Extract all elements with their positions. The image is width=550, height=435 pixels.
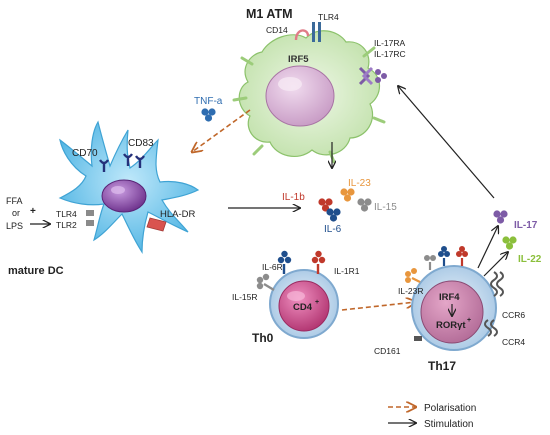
hla-dr-label: HLA-DR [160, 209, 196, 220]
ccr4-label: CCR4 [502, 337, 525, 347]
il-1r1-receptor [311, 250, 326, 274]
il-23r-label: IL-23R [398, 286, 424, 296]
il-23-label: IL-23 [348, 178, 371, 189]
cd83-label: CD83 [128, 138, 154, 149]
th17-secretion-arrow-2 [483, 252, 508, 277]
th17-receptors [405, 246, 468, 283]
il-15-molecule [357, 198, 372, 212]
th17-secretion-arrow-1 [477, 226, 498, 269]
il-22-molecule [502, 236, 517, 250]
ccr4-receptor [484, 319, 498, 337]
il-15r-receptor [256, 273, 275, 292]
hla-dr-receptor [146, 217, 167, 232]
cd161-receptor [414, 336, 422, 341]
il-15-label: IL-15 [374, 202, 397, 213]
th17-cell: IRF4 RORγt + [411, 265, 497, 351]
mature-dendritic-cell [58, 120, 200, 254]
cd70-label: CD70 [72, 148, 98, 159]
rorgt-superscript: + [467, 317, 471, 324]
il-15r-label: IL-15R [232, 292, 258, 302]
cd4-superscript: + [315, 299, 319, 306]
irf5-label: IRF5 [288, 54, 309, 65]
il-6r-label: IL-6R [262, 262, 283, 272]
il-23-molecule [340, 188, 355, 202]
macrophage-nucleus [265, 65, 335, 127]
th0-label: Th0 [252, 331, 274, 345]
th17-to-macrophage-arrow [398, 86, 495, 199]
legend-polarisation-label: Polarisation [424, 403, 476, 414]
tlr4-label-macrophage: TLR4 [318, 12, 339, 22]
tnf-a-label: TNF-a [194, 96, 223, 107]
m1-macrophage: IRF5 [232, 30, 386, 164]
il17ra-label: IL-17RA [374, 38, 406, 48]
cd4-label: CD4 [293, 302, 313, 313]
cd14-label: CD14 [266, 25, 288, 35]
plus-sign: + [30, 206, 36, 217]
cd161-label: CD161 [374, 346, 401, 356]
irf4-label: IRF4 [439, 292, 460, 303]
il-6r-receptor [277, 250, 292, 274]
tnf-polarisation-arrow [192, 109, 251, 152]
th17-label: Th17 [428, 359, 456, 373]
il-1r1-label: IL-1R1 [334, 266, 360, 276]
dc-label: mature DC [8, 265, 64, 277]
cd14-receptor [294, 29, 310, 41]
il-6-molecule [326, 208, 341, 222]
or-label: or [12, 208, 20, 218]
tlr4-receptor [312, 22, 321, 42]
lps-label: LPS [6, 221, 23, 231]
il-22-label: IL-22 [518, 254, 542, 265]
legend: Polarisation Stimulation [388, 403, 476, 430]
il-17-label: IL-17 [514, 220, 538, 231]
ccr6-receptor [490, 271, 504, 297]
macrophage-title: M1 ATM [246, 7, 293, 21]
th0-cell: CD4 + [269, 269, 339, 339]
il-1b-molecule [318, 198, 333, 212]
legend-stimulation-label: Stimulation [424, 419, 473, 430]
dc-nucleus [101, 179, 147, 213]
il-1b-label: IL-1b [282, 192, 305, 203]
th0-to-th17-polarisation-arrow [341, 302, 416, 311]
il17r-receptor [358, 66, 387, 86]
ccr6-label: CCR6 [502, 310, 525, 320]
il-17-molecule [493, 210, 508, 224]
tnf-a-molecule [201, 108, 216, 122]
il-6-label: IL-6 [324, 224, 342, 235]
tlr2-label-dc: TLR2 [56, 220, 77, 230]
tlr4-label-dc: TLR4 [56, 209, 77, 219]
tlr-receptors-dc [86, 210, 94, 226]
cd70-receptor [99, 159, 109, 172]
il17rc-label: IL-17RC [374, 49, 406, 59]
cd83-receptor [123, 153, 145, 168]
rorgt-label: RORγt [436, 320, 466, 331]
ffa-label: FFA [6, 196, 23, 206]
